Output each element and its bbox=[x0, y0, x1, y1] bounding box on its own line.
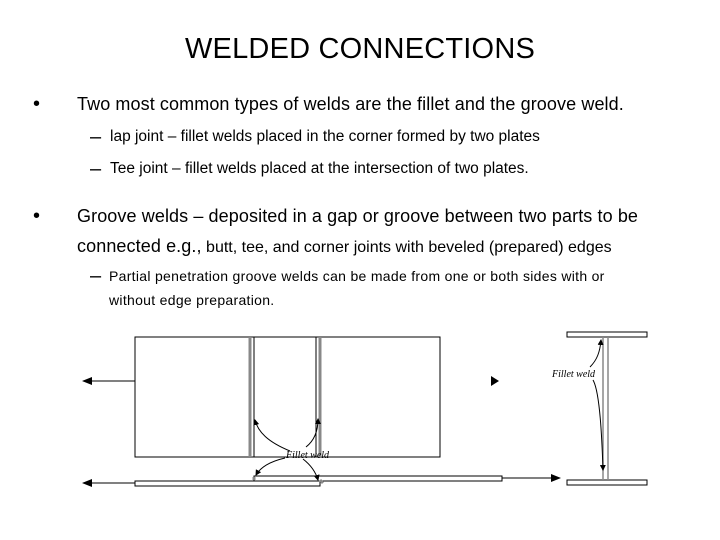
lap-joint-label-group: Fillet weld bbox=[253, 418, 330, 481]
bullet-1-sub-2-text: Tee joint – fillet welds placed at the i… bbox=[110, 160, 529, 177]
fillet-weld-right bbox=[318, 478, 325, 485]
lap-joint-side-view bbox=[82, 474, 561, 487]
slide-title: WELDED CONNECTIONS bbox=[184, 33, 535, 65]
bullet-2-sub-1-text-line1: Partial penetration groove welds can be … bbox=[109, 268, 605, 284]
dash-marker: – bbox=[90, 265, 102, 287]
bullet-1-sub-1-text: lap joint – fillet welds placed in the c… bbox=[110, 128, 540, 145]
leader-curve bbox=[255, 457, 286, 476]
leader-curve bbox=[589, 339, 604, 368]
bullet-2-text-line2-small: butt, tee, and corner joints with bevele… bbox=[201, 239, 612, 256]
leader-curve bbox=[302, 458, 320, 481]
top-plate bbox=[253, 475, 503, 482]
bullet-2-text-line2: connected e.g., butt, tee, and corner jo… bbox=[77, 236, 612, 257]
bottom-plate bbox=[134, 480, 321, 487]
lap-joint-fillet-weld-label: Fillet weld bbox=[285, 450, 330, 461]
top-flange bbox=[566, 331, 648, 338]
tee-joint-fillet-weld-label: Fillet weld bbox=[551, 369, 596, 380]
bullet-marker: • bbox=[33, 205, 41, 227]
bullet-2-sub-1-text-line2: without edge preparation. bbox=[109, 292, 275, 308]
bullet-2-text-line1: Groove welds – deposited in a gap or gro… bbox=[77, 206, 639, 226]
dash-marker: – bbox=[90, 158, 102, 180]
bullet-marker: • bbox=[33, 93, 41, 115]
dash-marker: – bbox=[90, 126, 102, 148]
plate-outline bbox=[134, 336, 441, 458]
leader-curve bbox=[592, 379, 606, 471]
lap-joint-top-view bbox=[82, 336, 499, 458]
leader-curve bbox=[305, 418, 321, 448]
bottom-flange bbox=[566, 479, 648, 486]
bullet-1-text: Two most common types of welds are the f… bbox=[77, 94, 624, 114]
tee-joint-diagram: Fillet weld bbox=[551, 331, 648, 486]
bullet-2-text-line2-main: connected e.g., bbox=[77, 236, 202, 256]
force-arrow-right-head bbox=[491, 376, 499, 386]
leader-curve bbox=[253, 419, 291, 452]
